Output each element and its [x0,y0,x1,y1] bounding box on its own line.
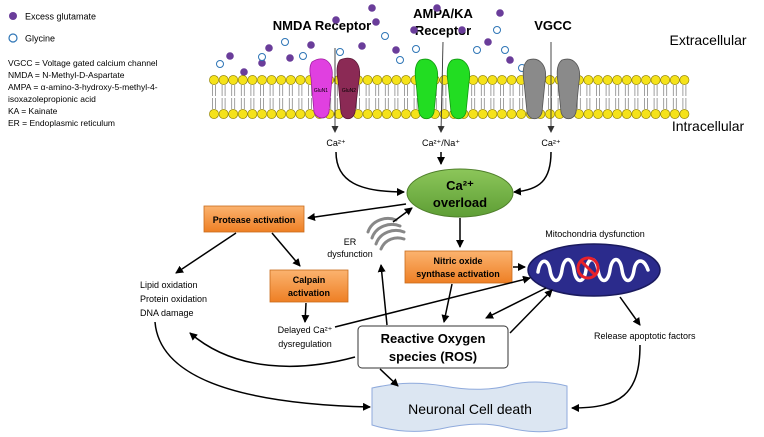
delayed-ca-line2: dysregulation [278,339,332,349]
legend-glutamate-label: Excess glutamate [25,12,96,22]
no-symbol-icon [576,256,600,280]
intracellular-label: Intracellular [672,118,745,134]
abbrev-ampa: AMPA = α-amino-3-hydroxy-5-methyl-4- [8,82,158,92]
abbrev-ka: KA = Kainate [8,106,58,116]
ion-influx-arrows [331,41,555,133]
abbrev-nmda: NMDA = N-Methyl-D-Aspartate [8,70,125,80]
death-label: Neuronal Cell death [408,401,532,417]
overload-line2: overload [433,195,487,210]
legend: Excess glutamate Glycine [8,12,96,44]
vgcc-channel [522,58,581,120]
ros-box: Reactive Oxygen species (ROS) [357,325,509,369]
glutamate-legend-dot [9,12,17,20]
mito-label: Mitochondria dysfunction [545,229,645,239]
legend-glycine-label: Glycine [25,34,55,44]
vgcc-title: VGCC [534,18,572,33]
ampa-receptor [414,58,471,120]
abbrev-er: ER = Endoplasmic reticulum [8,118,115,128]
influx-to-overload-arrows [335,151,552,196]
mitochondria-icon [527,243,661,297]
er-label-line2: dysfunction [327,249,373,259]
protease-label: Protease activation [213,215,296,225]
er-icon [366,217,406,251]
flow-arrows [154,203,641,412]
ca-na-ion: Ca²⁺/Na⁺ [422,138,460,148]
ampa-receptor-title-line2: Receptor [415,23,471,38]
ros-line1: Reactive Oxygen [381,331,486,346]
abbreviation-list: VGCC = Voltage gated calcium channel NMD… [8,58,158,128]
abbrev-vgcc: VGCC = Voltage gated calcium channel [8,58,158,68]
calpain-label-line2: activation [288,288,330,298]
damage-protein: Protein oxidation [140,294,207,304]
calcium-overload-node: Ca²⁺ overload [406,168,514,218]
vgcc-subunit-right [556,58,581,120]
er-label-line1: ER [344,237,357,247]
ros-line2: species (ROS) [389,349,477,364]
nos-label-line1: Nitric oxide [433,256,482,266]
apoptotic-label: Release apoptotic factors [594,331,696,341]
glun2-label: GluN2 [342,88,356,94]
ca-ion-right: Ca²⁺ [541,138,561,148]
protease-activation-box: Protease activation [203,205,305,233]
glun1-label: GluN1 [314,88,328,94]
delayed-ca-line1: Delayed Ca²⁺ [278,325,333,335]
ampa-subunit-left [414,58,439,120]
nos-activation-box: Nitric oxide synthase activation [404,250,513,284]
neuronal-death-banner: Neuronal Cell death [371,381,568,433]
calpain-label-line1: Calpain [293,275,326,285]
nos-label-line2: synthase activation [416,269,500,279]
glun2-subunit [336,57,361,120]
ampa-receptor-title-line1: AMPA/KA [413,6,473,21]
calpain-activation-box: Calpain activation [269,269,349,303]
damage-lipid: Lipid oxidation [140,280,198,290]
ampa-subunit-right [446,58,471,120]
overload-line1: Ca²⁺ [446,178,474,193]
glun1-subunit [309,58,333,119]
vgcc-subunit-left [522,58,547,120]
abbrev-ampa-cont: isoxazolepropionic acid [8,94,96,104]
extracellular-label: Extracellular [669,32,746,48]
damage-dna: DNA damage [140,308,194,318]
nmda-receptor: GluN1 GluN2 [309,57,361,120]
glycine-legend-dot [8,33,18,43]
nmda-receptor-title: NMDA Receptor [273,18,371,33]
ca-ion-left: Ca²⁺ [326,138,346,148]
extracellular-molecules [216,4,526,76]
